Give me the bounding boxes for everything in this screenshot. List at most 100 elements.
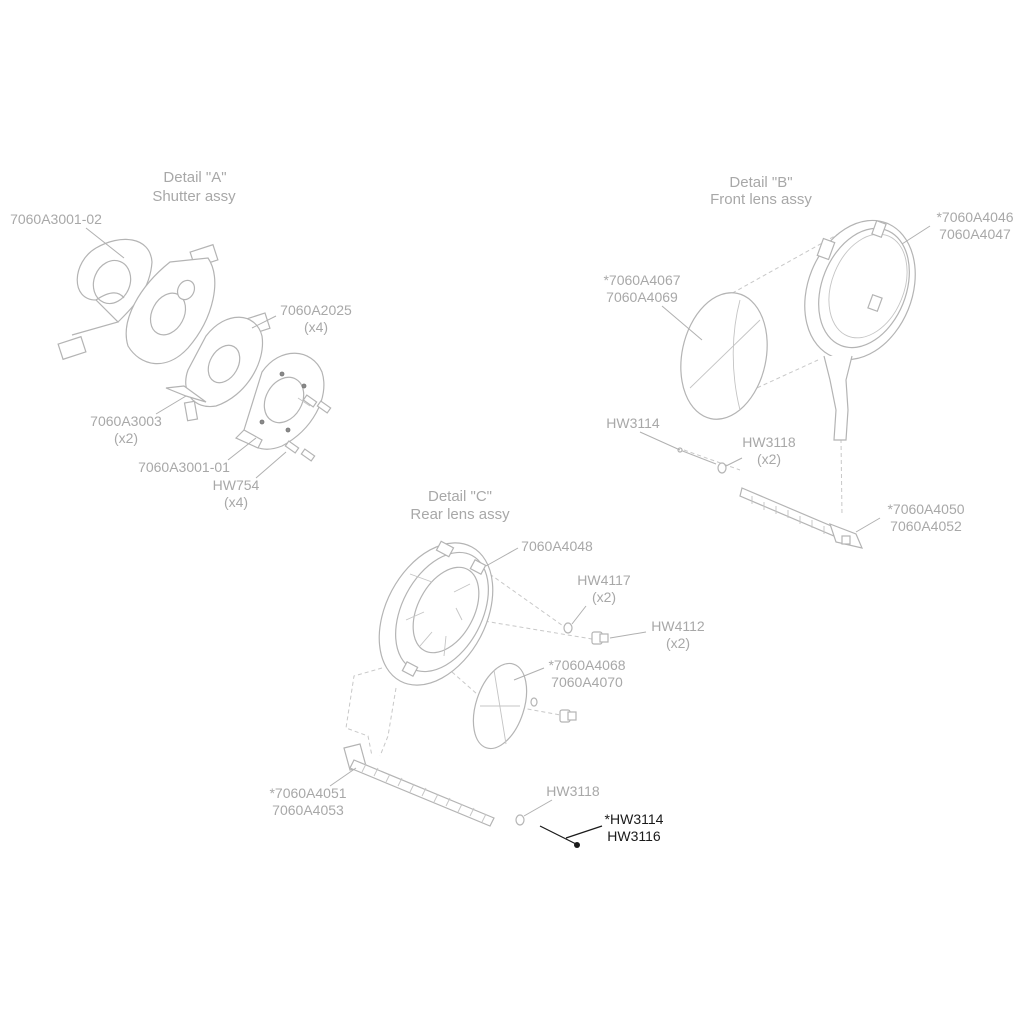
label-hw754-qty: (x4) bbox=[224, 494, 248, 510]
rail-teeth bbox=[361, 763, 487, 823]
label-7060a3003-qty: (x2) bbox=[114, 430, 138, 446]
label-hw3114-rear-highlighted: *HW3114 bbox=[605, 811, 664, 827]
label-hw3116-highlighted: HW3116 bbox=[607, 828, 661, 844]
pin-shaft bbox=[679, 449, 717, 465]
detail-a-title: Detail "A" bbox=[163, 169, 226, 186]
label-7060a3003: 7060A3003 bbox=[90, 413, 162, 429]
detail-c-rear-lens-assembly: Detail "C" Rear lens assy bbox=[269, 488, 705, 848]
label-7060a2025-qty: (x4) bbox=[304, 319, 328, 335]
housing-ribs bbox=[405, 573, 471, 657]
ring-tab-2 bbox=[871, 219, 887, 239]
washer-hw3118-front bbox=[717, 462, 727, 474]
blade-disc-1-small-hole bbox=[176, 279, 196, 301]
leader-7060a4050 bbox=[855, 517, 881, 533]
label-7060a4068: *7060A4068 bbox=[548, 657, 625, 673]
front-lens-glass bbox=[680, 292, 768, 420]
c-projection-screw bbox=[477, 619, 599, 641]
screws-hw754 bbox=[284, 394, 332, 462]
rear-lens-crosshair bbox=[480, 669, 520, 745]
rail-teeth bbox=[751, 496, 825, 534]
label-7060a4070: 7060A4070 bbox=[551, 674, 623, 690]
detail-b-subtitle: Front lens assy bbox=[710, 191, 812, 208]
leader-7060a4046 bbox=[901, 225, 931, 245]
plate-screw-hole-1 bbox=[259, 419, 265, 425]
leader-7060a4068 bbox=[513, 667, 545, 681]
label-7060a4051: *7060A4051 bbox=[269, 785, 346, 801]
label-7060a4067: *7060A4067 bbox=[603, 272, 680, 288]
front-lens-part-4067 bbox=[680, 292, 768, 420]
pin-hw3114-front bbox=[677, 447, 717, 465]
label-hw4117-qty: (x2) bbox=[592, 589, 616, 605]
front-rail-part-4050 bbox=[739, 487, 864, 549]
support-arm-outline bbox=[345, 667, 383, 757]
label-7060a3001-02: 7060A3001-02 bbox=[10, 211, 102, 227]
label-7060a4050: *7060A4050 bbox=[887, 501, 964, 517]
ring-inner bbox=[818, 227, 910, 349]
screw-lens-shank bbox=[567, 711, 577, 721]
screw-hw754-2 bbox=[316, 400, 332, 414]
washer-lens-ring bbox=[530, 697, 538, 707]
label-hw3118-front: HW3118 bbox=[742, 434, 796, 450]
label-hw3114-front: HW3114 bbox=[606, 415, 660, 431]
housing-aperture bbox=[412, 566, 480, 654]
washer-hw4117 bbox=[563, 622, 573, 634]
blade-hole bbox=[92, 259, 132, 305]
label-hw4117: HW4117 bbox=[577, 572, 631, 588]
b-projection-screw bbox=[683, 449, 741, 471]
screw-2-body bbox=[316, 400, 332, 414]
label-7060a3001-01: 7060A3001-01 bbox=[138, 459, 230, 475]
leader-hw4112 bbox=[609, 631, 647, 639]
label-7060a2025: 7060A2025 bbox=[280, 302, 352, 318]
label-7060a4053: 7060A4053 bbox=[272, 802, 344, 818]
label-7060a4048: 7060A4048 bbox=[521, 538, 593, 554]
leader-7060a2025 bbox=[251, 315, 277, 329]
rear-lens-housing-part-4048 bbox=[378, 540, 494, 686]
rail-body bbox=[349, 759, 495, 827]
leader-7060a3001-02 bbox=[85, 227, 125, 259]
label-7060a4047: 7060A4047 bbox=[939, 226, 1011, 242]
leader-hw3114-front bbox=[639, 431, 681, 451]
shutter-blade-part-3003 bbox=[125, 243, 219, 365]
housing-tab-bottom bbox=[401, 660, 419, 678]
washer-hw4117-ring bbox=[563, 622, 573, 634]
label-7060a4069: 7060A4069 bbox=[606, 289, 678, 305]
rail-clamp-block bbox=[841, 535, 851, 545]
washer-hw3118-rear-ring bbox=[515, 814, 525, 826]
screw-1-body bbox=[302, 394, 318, 408]
label-7060a4046: *7060A4046 bbox=[936, 209, 1013, 225]
leader-7060a4051 bbox=[329, 767, 357, 787]
pin-rear-head bbox=[574, 842, 580, 848]
leader-hw3118-front bbox=[725, 457, 743, 467]
leader-7060a4067 bbox=[661, 305, 703, 341]
rear-rail-part-4051 bbox=[343, 743, 495, 827]
screw-lens-mount bbox=[559, 709, 577, 723]
screw-hw4112-shank bbox=[599, 633, 609, 643]
ring-lip bbox=[828, 233, 908, 339]
label-7060a4052: 7060A4052 bbox=[890, 518, 962, 534]
screw-hw4112 bbox=[591, 631, 609, 645]
plate-screw-hole-2 bbox=[279, 371, 285, 377]
leader-7060a4048 bbox=[485, 547, 519, 567]
washer-ring bbox=[717, 462, 727, 474]
detail-b-title: Detail "B" bbox=[729, 174, 792, 191]
washer-lens-mount bbox=[530, 697, 538, 707]
ring-tab-1 bbox=[816, 237, 836, 261]
plate-aperture bbox=[263, 376, 305, 424]
front-lens-ring-part-4046 bbox=[804, 219, 916, 441]
ring-arm bbox=[823, 355, 853, 441]
detail-a-shutter-assembly: Detail "A" Shutter assy bbox=[10, 169, 352, 510]
plate-tab bbox=[234, 429, 263, 449]
label-hw4112: HW4112 bbox=[651, 618, 705, 634]
rear-lens-support-arm bbox=[345, 667, 397, 757]
label-hw754: HW754 bbox=[213, 477, 260, 493]
leader-hw754 bbox=[255, 451, 287, 479]
leader-hw3118-rear bbox=[523, 799, 553, 817]
front-lens-reflection-2 bbox=[732, 299, 741, 411]
leader-hw4117 bbox=[571, 605, 587, 625]
leader-hw3114-rear-highlighted bbox=[565, 825, 603, 839]
detail-c-title: Detail "C" bbox=[428, 488, 492, 505]
screw-hw754-3 bbox=[284, 440, 300, 454]
detail-c-subtitle: Rear lens assy bbox=[410, 506, 510, 523]
label-hw3118-rear: HW3118 bbox=[546, 783, 600, 799]
